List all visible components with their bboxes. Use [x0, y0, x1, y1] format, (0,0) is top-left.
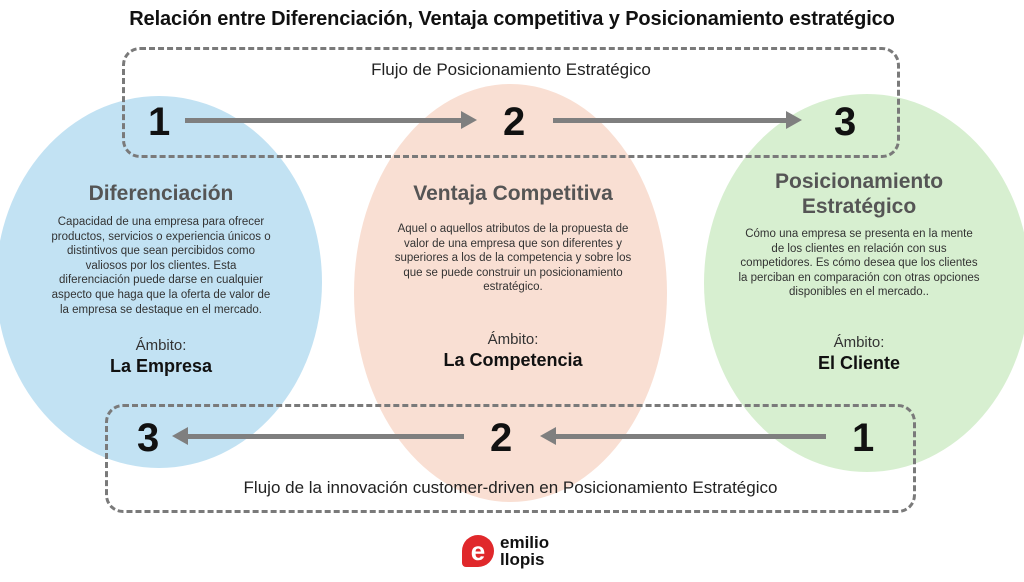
logo-line-1: emilio: [500, 533, 550, 552]
top-flow-step-2: 2: [503, 100, 526, 144]
card-description: Aquel o aquellos atributos de la propues…: [394, 223, 632, 294]
logo-line-2: llopis: [500, 550, 545, 569]
scope-label: Ámbito:: [135, 337, 187, 355]
scope-value: La Empresa: [109, 356, 213, 377]
arrow-right-icon: [185, 111, 477, 129]
bottom-flow-step-1: 1: [852, 416, 875, 460]
emilio-llopis-logo: e emilio llopis: [462, 534, 549, 568]
card-description: Cómo una empresa se presenta en la mente…: [738, 228, 980, 299]
card-diferenciacion: Diferenciación Capacidad de una empresa …: [50, 181, 272, 377]
card-heading: Diferenciación: [88, 182, 234, 205]
bottom-flow-label: Flujo de la innovación customer-driven e…: [243, 478, 778, 497]
card-heading: Posicionamiento Estratégico: [774, 170, 944, 218]
ventaja-competitiva-ellipse: [354, 84, 667, 502]
top-flow-step-3: 3: [834, 100, 857, 144]
card-ventaja-competitiva: Ventaja Competitiva Aquel o aquellos atr…: [393, 181, 633, 371]
card-description: Capacidad de una empresa para ofrecer pr…: [51, 216, 271, 316]
logo-e-icon: e: [462, 535, 494, 567]
logo-text: emilio llopis: [500, 534, 549, 568]
card-posicionamiento-estrategico: Posicionamiento Estratégico Cómo una emp…: [738, 169, 980, 374]
top-flow-box: [122, 47, 900, 158]
diagram-title: Relación entre Diferenciación, Ventaja c…: [129, 8, 895, 30]
bottom-flow-box: [105, 404, 916, 513]
scope-value: La Competencia: [443, 349, 583, 370]
bottom-flow-step-3: 3: [137, 416, 160, 460]
top-flow-step-1: 1: [148, 100, 171, 144]
arrow-left-icon: [172, 427, 464, 445]
arrow-left-icon: [540, 427, 826, 445]
bottom-flow-step-2: 2: [490, 416, 513, 460]
scope-label: Ámbito:: [833, 333, 885, 351]
card-heading: Ventaja Competitiva: [413, 182, 613, 205]
scope-value: El Cliente: [817, 352, 901, 373]
arrow-right-icon: [553, 111, 802, 129]
scope-label: Ámbito:: [487, 330, 539, 348]
top-flow-label: Flujo de Posicionamiento Estratégico: [371, 60, 651, 79]
